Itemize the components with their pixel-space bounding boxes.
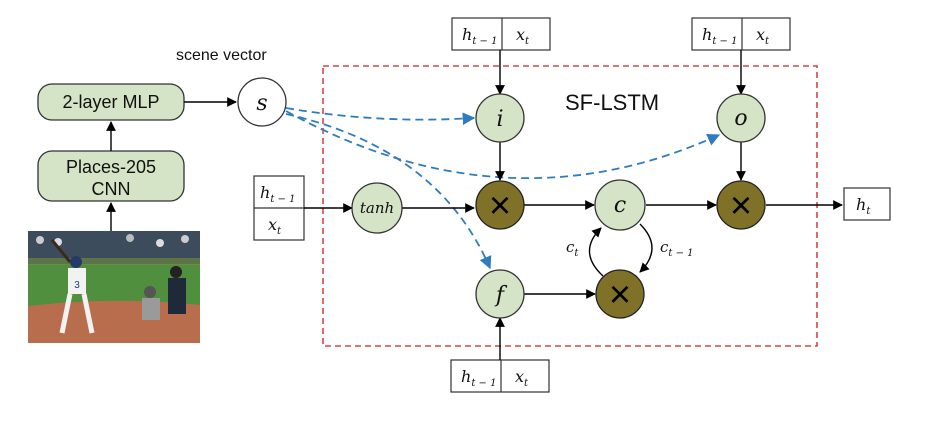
h-prev-i: h [462,25,472,44]
svg-text:ht − 1: ht − 1 [461,367,496,389]
input-box-f: ht − 1 xt [450,359,550,393]
ct1-label: c [660,238,669,256]
batter: 3 [50,239,95,334]
dashed-s-to-o [285,110,721,180]
x-tanh: x [268,215,277,234]
cell-node: c [594,179,646,231]
scene-vector-node [237,77,287,127]
cnn-label-line2: CNN [92,179,131,199]
h-prev-o: h [702,25,712,44]
multiply-symbol-output: × [730,185,752,227]
h-prev-f: h [461,367,471,386]
gate-o: o [716,93,766,143]
h-prev-tanh: h [260,183,270,202]
cell-label: c [614,193,626,218]
multiply-node-input: × [475,180,525,230]
ht-sub: t [866,206,871,217]
s-label: s [256,91,267,116]
x-o-sub: t [765,36,770,47]
tanh-label: tanh [360,199,394,217]
svg-text:xt: xt [756,25,770,47]
output-box-ht: ht [843,187,891,221]
ct1-sub: t − 1 [668,248,693,259]
svg-text:ht − 1: ht − 1 [702,25,737,47]
cnn-label-line1: Places-205 [66,157,156,177]
svg-text:ct: ct [566,238,579,259]
gate-f: f [475,269,525,319]
h-prev-o-sub: t − 1 [712,36,737,47]
svg-text:ht: ht [856,195,871,217]
x-f-sub: t [524,378,529,389]
x-o: x [756,25,765,44]
mlp-box: 2-layer MLP [37,83,185,121]
h-prev-i-sub: t − 1 [472,36,497,47]
h-prev-tanh-sub: t − 1 [270,194,295,205]
x-tanh-sub: t [277,226,282,237]
ct-label: c [566,238,575,256]
mlp-label: 2-layer MLP [62,92,159,112]
x-i: x [516,25,525,44]
catcher [142,286,160,320]
arrow-c-to-mult-loop [639,223,653,273]
x-i-sub: t [525,36,530,47]
gate-o-label: o [734,106,747,131]
multiply-node-forget: × [595,269,645,319]
cnn-box: Places-205 CNN [37,150,185,202]
input-box-i: ht − 1 xt [451,17,551,51]
input-box-o: ht − 1 xt [691,17,791,51]
multiply-symbol-input: × [489,185,511,227]
svg-text:xt: xt [268,215,282,237]
x-f: x [515,367,524,386]
jersey-number: 3 [74,280,80,291]
sf-lstm-boundary [322,65,818,347]
tanh-node: tanh [351,182,403,234]
gate-i-label: i [496,107,503,132]
arrow-mult-to-c-loop [588,227,604,277]
sf-lstm-label: SF-LSTM [565,90,659,115]
svg-text:ht − 1: ht − 1 [462,25,497,47]
multiply-symbol-forget: × [609,274,631,316]
ht-label: h [856,195,866,214]
scene-vector-label: scene vector [176,47,267,64]
svg-text:ct − 1: ct − 1 [660,238,694,259]
svg-text:xt: xt [516,25,530,47]
scene-photo: 3 [28,231,200,343]
svg-text:xt: xt [515,367,529,389]
ct-sub: t [574,248,579,259]
multiply-node-output: × [716,180,766,230]
h-prev-f-sub: t − 1 [471,378,496,389]
gate-i: i [475,93,525,143]
svg-text:ht − 1: ht − 1 [260,183,295,205]
input-box-tanh: ht − 1 xt [253,175,305,241]
dashed-s-to-i [285,107,476,126]
umpire [168,266,186,314]
